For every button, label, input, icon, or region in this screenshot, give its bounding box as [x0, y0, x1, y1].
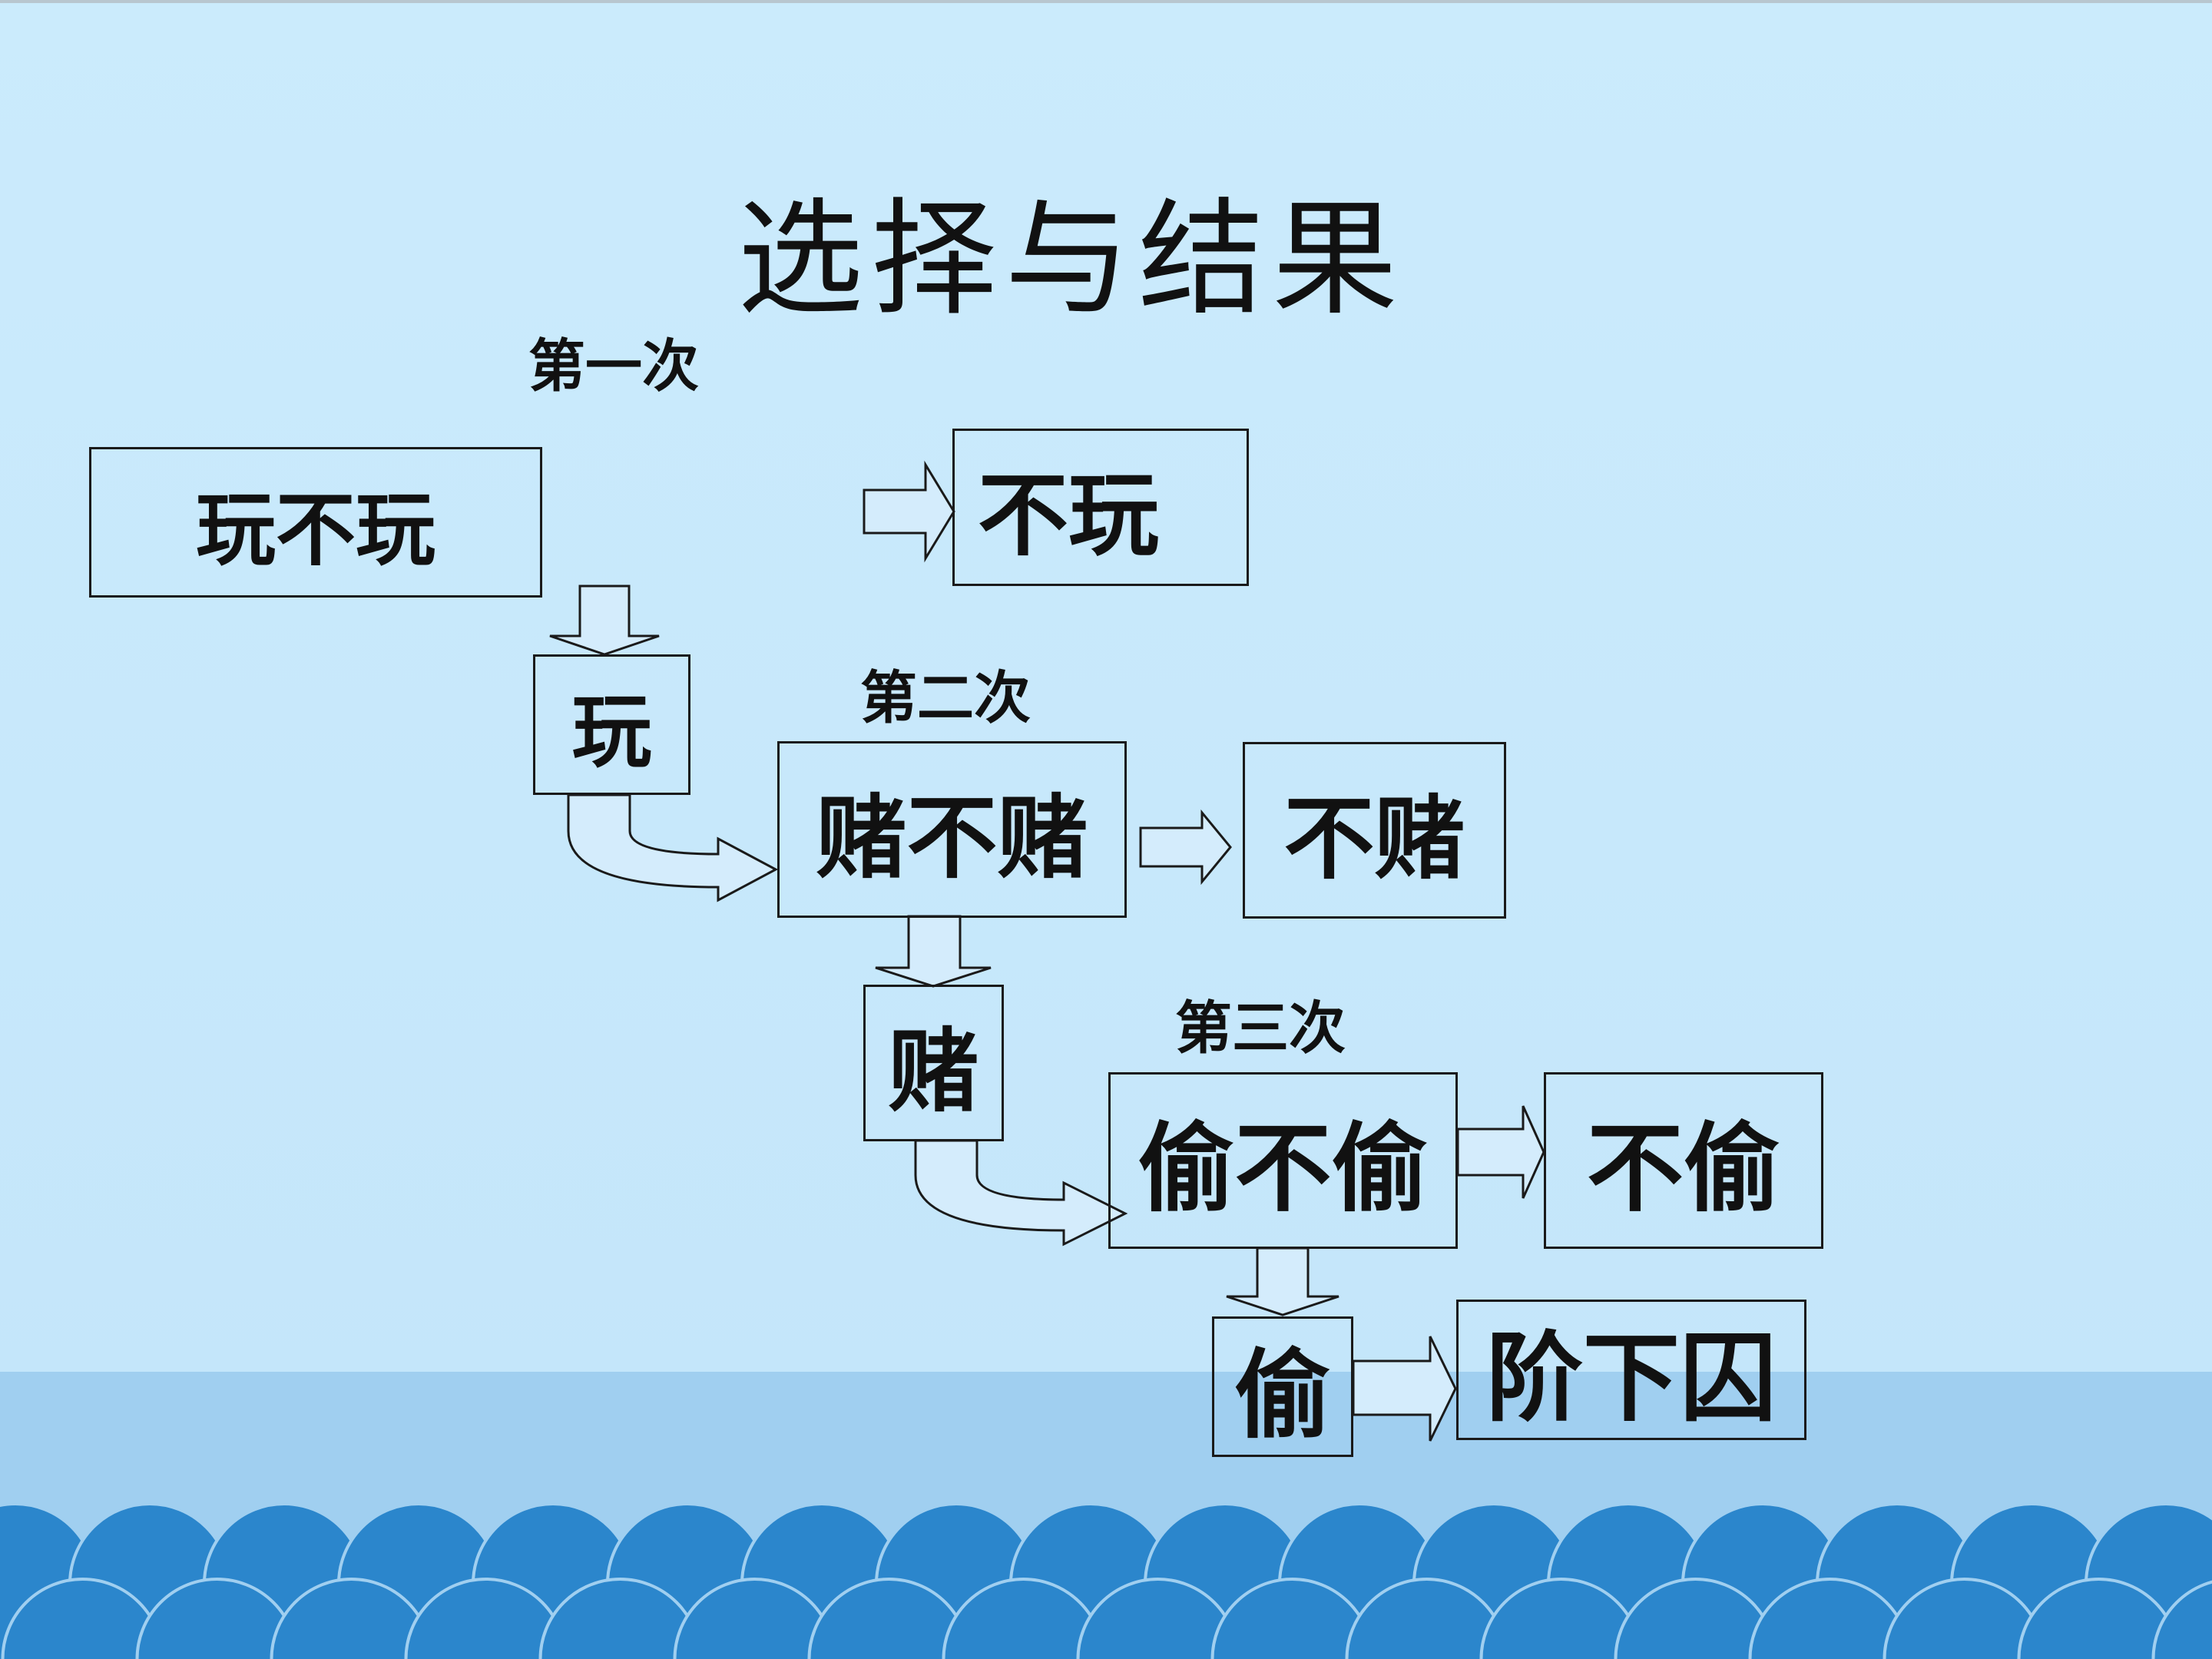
box-steal: 偷 [1212, 1316, 1353, 1457]
arrow-curved-gamble-or-not [567, 793, 779, 902]
arrow-down-play [549, 584, 660, 656]
step-label-third: 第三次 [1175, 995, 1346, 1061]
wave-scallop [807, 1578, 971, 1659]
wave-scallop [1, 1578, 164, 1659]
box-play: 玩 [533, 654, 690, 795]
wave-scallop [538, 1578, 702, 1659]
arrow-right-not-gamble [1139, 809, 1232, 886]
box-steal-or-not: 偷不偷 [1108, 1072, 1458, 1249]
box-not-play: 不玩 [952, 429, 1249, 586]
wave-scallop [135, 1578, 299, 1659]
box-play-or-not: 玩不玩 [89, 447, 542, 598]
step-label-second: 第二次 [860, 665, 1031, 731]
arrow-down-gamble [875, 915, 992, 988]
slide-title: 选择与结果 [737, 186, 1406, 333]
box-gamble-or-not: 赌不赌 [777, 741, 1127, 918]
wave-scallop [1479, 1578, 1643, 1659]
box-gamble: 赌 [863, 985, 1004, 1141]
top-strip [0, 0, 2212, 3]
box-not-steal: 不偷 [1544, 1072, 1823, 1249]
box-prisoner: 阶下囚 [1456, 1300, 1806, 1440]
arrow-right-not-steal [1456, 1105, 1545, 1199]
wave-scallop [942, 1578, 1105, 1659]
arrow-down-steal [1226, 1247, 1339, 1316]
wave-scallop [2017, 1578, 2181, 1659]
arrow-right-not-play [863, 460, 955, 563]
wave-scallop [1614, 1578, 1777, 1659]
wave-scallop [1076, 1578, 1240, 1659]
wave-scallop [404, 1578, 568, 1659]
wave-scallop [2151, 1580, 2212, 1659]
wave-scallop [270, 1578, 433, 1659]
wave-scallop [673, 1578, 836, 1659]
wave-scallop [1748, 1578, 1912, 1659]
step-label-first: 第一次 [528, 333, 699, 399]
wave-scallop [1883, 1578, 2046, 1659]
arrow-right-prisoner [1352, 1336, 1457, 1442]
box-not-gamble: 不赌 [1243, 742, 1506, 919]
wave-scallop [1345, 1578, 1508, 1659]
wave-scallop [1210, 1578, 1374, 1659]
arrow-curved-steal-or-not [914, 1139, 1128, 1247]
